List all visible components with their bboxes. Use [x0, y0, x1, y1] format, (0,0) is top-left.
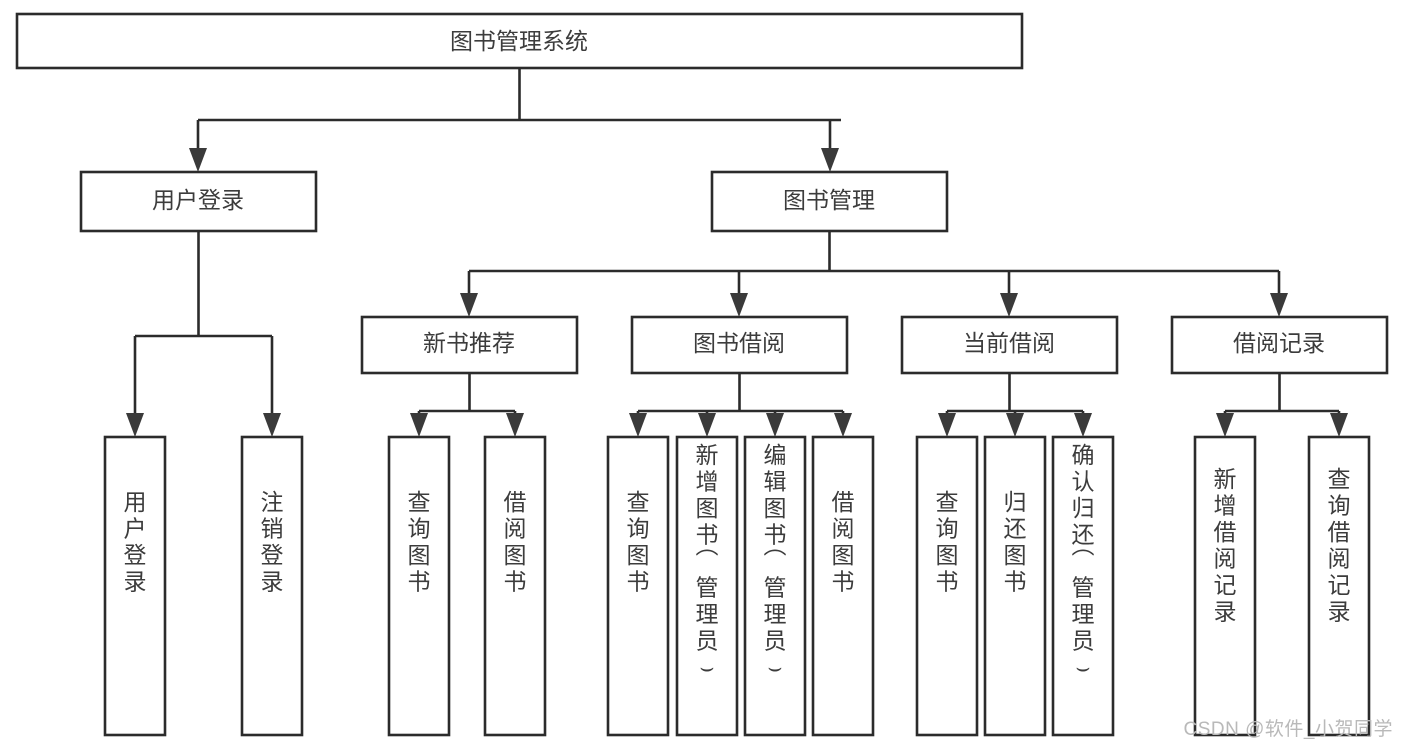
- leaf-record-add-label: 新增借阅记录: [1214, 466, 1237, 625]
- arrowhead-book-manage: [821, 148, 839, 172]
- leaf-current-confirm-return-box[interactable]: [1051, 435, 1115, 737]
- arrowhead-borrow-leaf-3: [766, 413, 784, 437]
- node-root-box[interactable]: [15, 12, 1024, 70]
- arrowhead-user-login: [189, 148, 207, 172]
- connector-layer: [126, 68, 1348, 437]
- leaf-user-login-login[interactable]: 用户登录: [103, 435, 167, 737]
- leaf-borrow-book-box[interactable]: [811, 435, 875, 737]
- leaf-borrow-query[interactable]: 查询图书: [606, 435, 670, 737]
- leaf-user-login-logout-label: 注销登录: [261, 489, 284, 595]
- leaf-borrow-add[interactable]: 新增图书⌒管理员⌣: [675, 435, 739, 737]
- leaf-current-return[interactable]: 归还图书: [983, 435, 1047, 737]
- node-current-borrow[interactable]: 当前借阅: [900, 315, 1119, 375]
- node-root-label: 图书管理系统: [450, 28, 588, 54]
- leaf-newbook-query-box[interactable]: [387, 435, 451, 737]
- leaf-current-confirm-return-label: 确认归还⌒管理员⌣: [1072, 442, 1095, 680]
- leaf-newbook-borrow[interactable]: 借阅图书: [483, 435, 547, 737]
- node-book-manage-label: 图书管理: [783, 187, 875, 213]
- leaf-borrow-edit-box[interactable]: [743, 435, 807, 737]
- leaf-borrow-edit-label: 编辑图书⌒管理员⌣: [764, 442, 787, 680]
- leaf-record-add[interactable]: 新增借阅记录: [1193, 435, 1257, 737]
- arrowhead-newbook: [460, 293, 478, 317]
- arrowhead-borrow-leaf-4: [834, 413, 852, 437]
- node-borrow-record[interactable]: 借阅记录: [1170, 315, 1389, 375]
- leaf-record-add-box[interactable]: [1193, 435, 1257, 737]
- leaf-newbook-borrow-label: 借阅图书: [504, 489, 527, 595]
- node-book-borrow-label: 图书借阅: [693, 330, 785, 356]
- node-book-borrow[interactable]: 图书借阅: [630, 315, 849, 375]
- leaf-borrow-edit[interactable]: 编辑图书⌒管理员⌣: [743, 435, 807, 737]
- node-root[interactable]: 图书管理系统: [15, 12, 1024, 70]
- leaf-newbook-query[interactable]: 查询图书: [387, 435, 451, 737]
- arrowhead-borrow-leaf-2: [698, 413, 716, 437]
- arrowhead-record: [1270, 293, 1288, 317]
- node-book-manage[interactable]: 图书管理: [710, 170, 949, 233]
- node-new-book-recommend-label: 新书推荐: [423, 330, 515, 356]
- leaf-borrow-book-label: 借阅图书: [832, 489, 855, 595]
- node-borrow-record-box[interactable]: [1170, 315, 1389, 375]
- node-new-book-recommend[interactable]: 新书推荐: [360, 315, 579, 375]
- arrowhead-record-leaf-2: [1330, 413, 1348, 437]
- csdn-watermark: CSDN @软件_小贺同学: [1183, 719, 1393, 740]
- leaf-borrow-add-label: 新增图书⌒管理员⌣: [696, 442, 719, 680]
- arrowhead-current: [1000, 293, 1018, 317]
- leaf-borrow-query-label: 查询图书: [627, 489, 650, 595]
- leaf-record-query[interactable]: 查询借阅记录: [1307, 435, 1371, 737]
- node-book-manage-box[interactable]: [710, 170, 949, 233]
- leaf-borrow-book[interactable]: 借阅图书: [811, 435, 875, 737]
- leaf-user-login-logout[interactable]: 注销登录: [240, 435, 304, 737]
- node-current-borrow-box[interactable]: [900, 315, 1119, 375]
- leaf-user-login-logout-box[interactable]: [240, 435, 304, 737]
- arrowhead-leaf-user-login: [126, 413, 144, 437]
- leaf-user-login-login-label: 用户登录: [124, 489, 147, 595]
- leaf-user-login-login-box[interactable]: [103, 435, 167, 737]
- node-book-borrow-box[interactable]: [630, 315, 849, 375]
- arrowhead-record-leaf-1: [1216, 413, 1234, 437]
- arrowhead-current-leaf-3: [1074, 413, 1092, 437]
- node-user-login[interactable]: 用户登录: [79, 170, 318, 233]
- leaf-current-return-label: 归还图书: [1004, 489, 1027, 595]
- leaf-record-query-label: 查询借阅记录: [1328, 466, 1351, 625]
- arrowhead-leaf-logout: [263, 413, 281, 437]
- node-user-login-box[interactable]: [79, 170, 318, 233]
- leaf-borrow-add-box[interactable]: [675, 435, 739, 737]
- leaf-current-query-label: 查询图书: [936, 489, 959, 595]
- arrowhead-current-leaf-1: [938, 413, 956, 437]
- arrowhead-newbook-leaf-2: [506, 413, 524, 437]
- node-current-borrow-label: 当前借阅: [963, 330, 1055, 356]
- arrowhead-current-leaf-2: [1006, 413, 1024, 437]
- arrowhead-borrow-leaf-1: [629, 413, 647, 437]
- leaf-borrow-query-box[interactable]: [606, 435, 670, 737]
- leaf-newbook-borrow-box[interactable]: [483, 435, 547, 737]
- arrowhead-borrow: [730, 293, 748, 317]
- leaf-newbook-query-label: 查询图书: [408, 489, 431, 595]
- node-borrow-record-label: 借阅记录: [1233, 330, 1325, 356]
- leaf-current-query[interactable]: 查询图书: [915, 435, 979, 737]
- leaf-record-query-box[interactable]: [1307, 435, 1371, 737]
- leaf-current-return-box[interactable]: [983, 435, 1047, 737]
- leaf-current-confirm-return[interactable]: 确认归还⌒管理员⌣: [1051, 435, 1115, 737]
- node-user-login-label: 用户登录: [152, 187, 244, 213]
- node-new-book-recommend-box[interactable]: [360, 315, 579, 375]
- leaf-current-query-box[interactable]: [915, 435, 979, 737]
- arrowhead-newbook-leaf-1: [410, 413, 428, 437]
